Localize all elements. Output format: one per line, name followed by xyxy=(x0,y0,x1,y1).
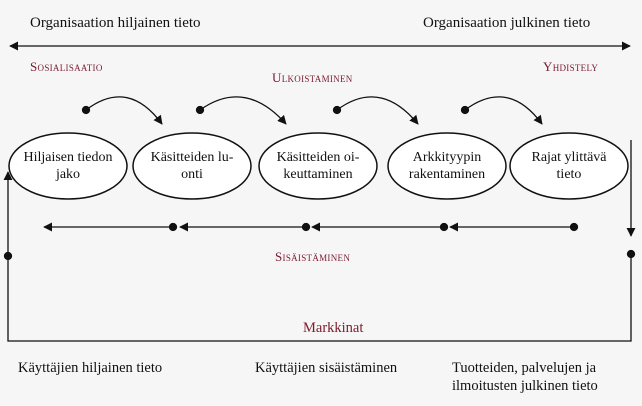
node-2-label: Käsitteiden lu- onti xyxy=(150,150,234,182)
externalization-arrows xyxy=(81,96,543,125)
market-label: Markkinat xyxy=(303,320,364,336)
public-knowledge-label: Tuotteiden, palvelujen ja ilmoitusten ju… xyxy=(452,360,598,395)
node-4-label: Arkkityypin rakentaminen xyxy=(408,150,486,182)
users-internalization-label: Käyttäjien sisäistäminen xyxy=(255,360,398,376)
node-5-label: Rajat ylittävä tieto xyxy=(531,150,607,182)
node-ellipse-1 xyxy=(8,132,128,200)
tacit-knowledge-label: Organisaation hiljainen tieto xyxy=(30,15,201,31)
node-1-label: Hiljaisen tiedon jako xyxy=(23,150,113,182)
node-3-label: Käsitteiden oi- keuttaminen xyxy=(276,150,360,182)
node-ellipse-3 xyxy=(258,132,378,200)
node-ellipse-4 xyxy=(387,132,507,200)
market-loop xyxy=(3,140,636,342)
socialization-label: Sosialisaatio xyxy=(30,59,103,74)
internalization-arrows xyxy=(43,222,579,232)
externalization-label: Ulkoistaminen xyxy=(272,70,353,85)
combination-label: Yhdistely xyxy=(543,59,599,74)
users-tacit-knowledge-label: Käyttäjien hiljainen tieto xyxy=(18,360,163,376)
internalization-label: Sisäistäminen xyxy=(275,249,351,264)
node-ellipse-2 xyxy=(132,132,252,200)
node-ellipse-5 xyxy=(509,132,629,200)
explicit-knowledge-label: Organisaation julkinen tieto xyxy=(423,15,591,31)
